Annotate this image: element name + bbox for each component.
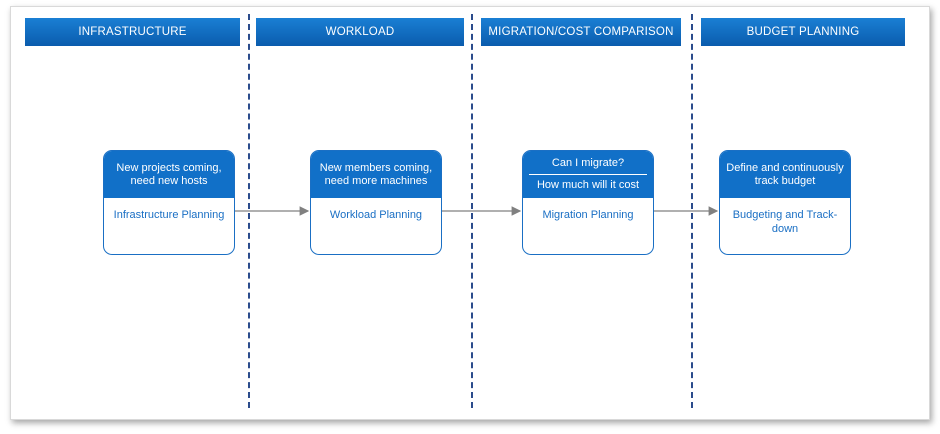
card-title: Migration Planning bbox=[542, 209, 634, 221]
card-question-separator bbox=[529, 174, 647, 175]
header-budget-planning: BUDGET PLANNING bbox=[701, 18, 905, 46]
card-question-extra: How much will it cost bbox=[536, 179, 640, 191]
card-migration-planning: Can I migrate? How much will it cost Mig… bbox=[522, 150, 654, 255]
card-question: New projects coming, need new hosts bbox=[104, 151, 234, 198]
card-infrastructure-planning: New projects coming, need new hosts Infr… bbox=[103, 150, 235, 255]
card-question-text: New projects coming, need new hosts bbox=[116, 161, 222, 187]
card-title: Budgeting and Track-down bbox=[732, 209, 838, 235]
card-budgeting: Define and continuously track budget Bud… bbox=[719, 150, 851, 255]
header-migration-cost-comparison: MIGRATION/COST COMPARISON bbox=[481, 18, 681, 46]
card-title: Infrastructure Planning bbox=[113, 209, 225, 221]
card-question: Define and continuously track budget bbox=[720, 151, 850, 198]
header-workload: WORKLOAD bbox=[256, 18, 464, 46]
card-workload-planning: New members coming, need more machines W… bbox=[310, 150, 442, 255]
card-title: Workload Planning bbox=[329, 209, 423, 221]
card-question: New members coming, need more machines bbox=[311, 151, 441, 198]
card-question-text: Define and continuously track budget bbox=[726, 161, 844, 187]
header-infrastructure: INFRASTRUCTURE bbox=[25, 18, 240, 46]
card-question-text: New members coming, need more machines bbox=[319, 161, 433, 187]
card-question: Can I migrate? How much will it cost bbox=[523, 151, 653, 198]
card-question-text: Can I migrate? bbox=[551, 157, 625, 169]
